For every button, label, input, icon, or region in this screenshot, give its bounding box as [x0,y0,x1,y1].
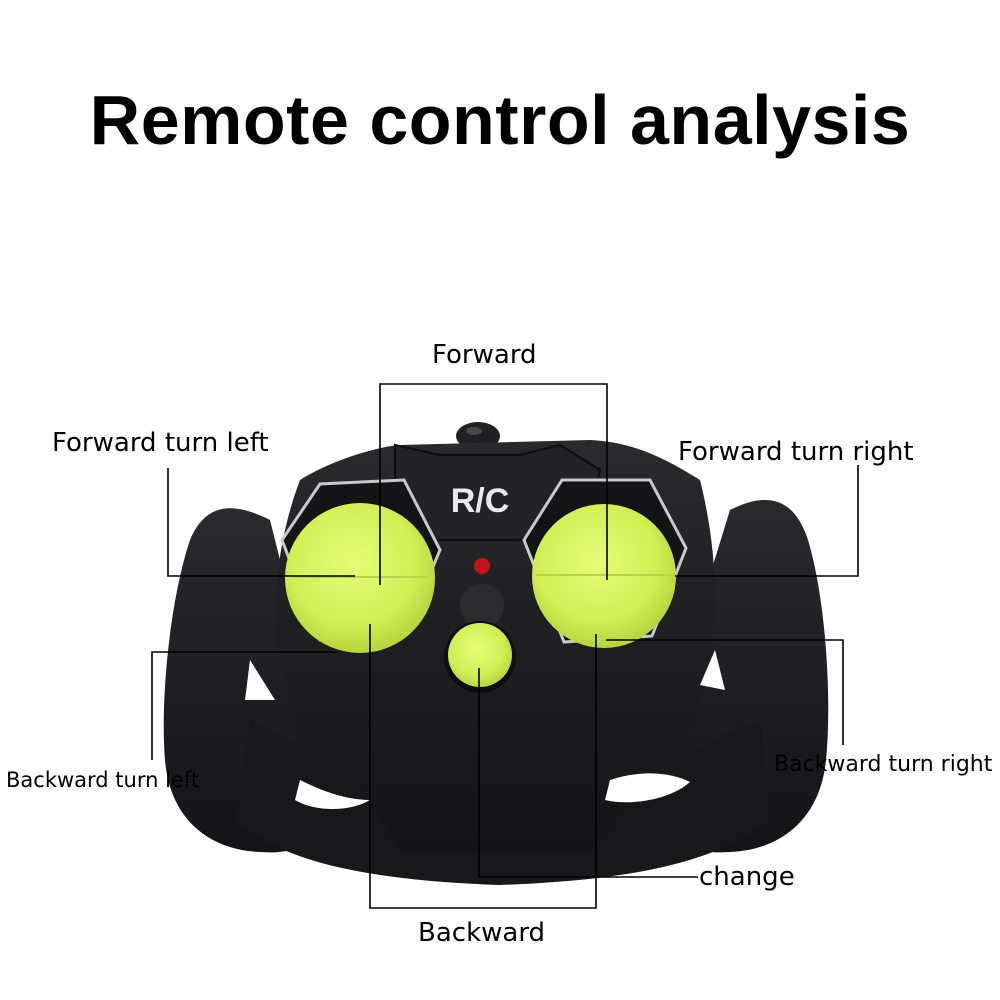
label-forward-turn-left: Forward turn left [52,428,269,458]
power-led-icon [474,558,490,574]
left-joystick-button[interactable] [285,503,435,653]
page-title: Remote control analysis [89,81,911,159]
label-backward-turn-right: Backward turn right [774,752,993,777]
rc-brand-text: R/C [451,482,510,520]
label-backward: Backward [418,918,546,948]
right-joystick-button[interactable] [532,504,676,648]
callout-lines [151,383,859,909]
change-button[interactable] [444,621,516,693]
label-forward-turn-right: Forward turn right [678,437,914,467]
center-dark-button[interactable] [460,584,504,628]
right-grip-hole [700,650,725,690]
label-forward: Forward [432,340,537,370]
label-change: change [699,862,795,892]
left-lower-hole [295,780,370,809]
right-lower-hole [605,773,690,803]
label-backward-turn-left: Backward turn left [6,768,200,792]
left-grip-hole [245,660,275,700]
